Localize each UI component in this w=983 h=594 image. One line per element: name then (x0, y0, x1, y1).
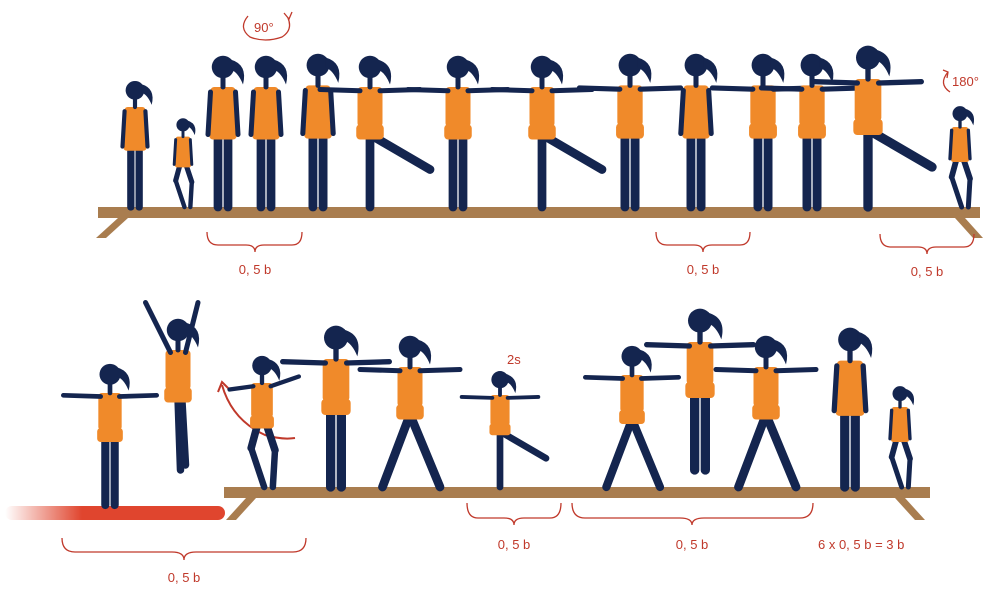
bracket-1 (206, 231, 303, 253)
bracket-2 (655, 231, 751, 253)
gymnast-figure (831, 327, 873, 492)
gymnast-figure (888, 386, 915, 490)
score-label-5: 0, 5 b (497, 537, 531, 552)
score-label-6: 0, 5 b (675, 537, 709, 552)
bracket-6 (571, 502, 814, 526)
rotation-arcs (217, 11, 951, 440)
rotation-arc-90-arrowhead (283, 11, 293, 21)
rotation-arc-180-arrowhead (942, 69, 949, 79)
gymnast-figure (948, 106, 975, 210)
gymnast-figure (812, 45, 937, 212)
gymnast-figure (279, 325, 393, 492)
gymnast-figures (60, 45, 975, 510)
total-score-label: 6 x 0, 5 b = 3 b (818, 537, 905, 552)
score-brackets (61, 231, 975, 561)
landing-mat (5, 506, 225, 520)
bracket-4 (61, 537, 307, 561)
rotation-arc-90 (242, 15, 291, 41)
gymnast-figure (459, 371, 550, 491)
bracket-3 (879, 233, 975, 255)
bottom-beam (224, 487, 930, 520)
gymnast-figure (576, 53, 684, 212)
score-label-4: 0, 5 b (167, 570, 201, 585)
hold-time-label: 2s (507, 352, 521, 367)
gymnast-figure (60, 363, 160, 510)
rotation-label-180: 180° (952, 74, 979, 89)
gymnast-figure (357, 335, 463, 492)
gymnast-figure (300, 53, 340, 212)
gymnast-figure (582, 345, 682, 492)
gymnast-figure (713, 335, 819, 492)
rotation-label-90: 90° (254, 20, 274, 35)
bracket-5 (466, 502, 562, 526)
gymnast-figure (489, 55, 607, 212)
top-beam (96, 207, 983, 238)
gymnast-figure (172, 118, 196, 210)
gymnast-figure (644, 308, 756, 475)
gymnast-figure (120, 80, 153, 211)
score-label-2: 0, 5 b (686, 262, 720, 277)
gymnast-figure (227, 355, 302, 491)
rotation-arc-180 (942, 71, 951, 93)
gymnast-figure (143, 300, 201, 474)
gymnast-figure (248, 55, 288, 212)
gymnast-figure (405, 55, 511, 212)
swing-arc-arrowhead (217, 380, 231, 393)
gymnast-figure (678, 53, 718, 212)
gymnast-figure (317, 55, 435, 212)
score-label-1: 0, 5 b (238, 262, 272, 277)
score-label-3: 0, 5 b (910, 264, 944, 279)
swing-arc (221, 384, 296, 440)
gymnast-figure (758, 53, 866, 212)
gymnast-figure (205, 55, 245, 212)
